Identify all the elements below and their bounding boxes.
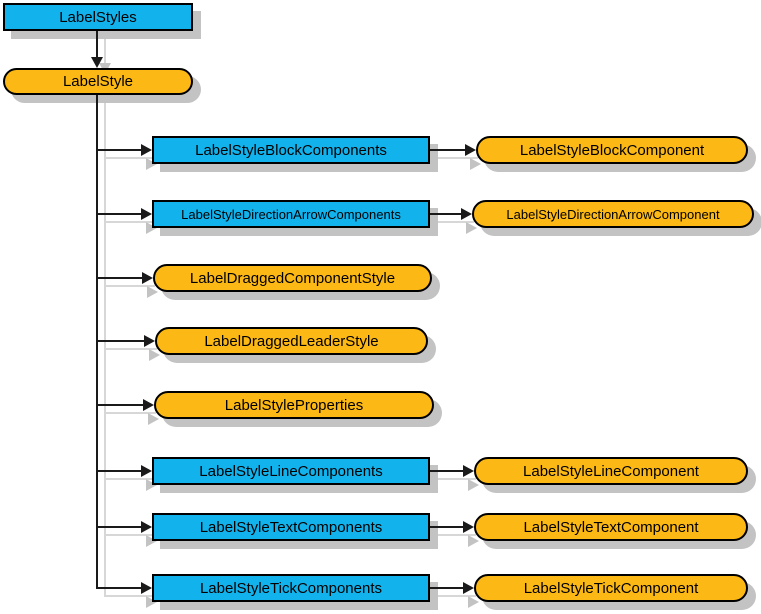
arrowhead-shadow-icon: [470, 158, 481, 170]
connector-shadow: [104, 478, 154, 480]
arrowhead-shadow-icon: [146, 222, 157, 234]
node-label-style[interactable]: LabelStyle: [3, 68, 193, 95]
connector-shadow: [104, 157, 154, 159]
arrowhead-right-icon: [141, 521, 152, 533]
node-label-style-block-components[interactable]: LabelStyleBlockComponents: [152, 136, 430, 164]
arrowhead-shadow-icon: [146, 535, 157, 547]
node-label-style-line-components[interactable]: LabelStyleLineComponents: [152, 457, 430, 485]
connector-trunk-shadow: [104, 103, 106, 597]
connector-line: [430, 213, 462, 215]
arrowhead-right-icon: [141, 208, 152, 220]
node-label-style-tick-component[interactable]: LabelStyleTickComponent: [474, 574, 748, 602]
connector-line: [430, 149, 466, 151]
arrowhead-shadow-icon: [148, 413, 159, 425]
arrowhead-shadow-icon: [468, 596, 479, 608]
connector-shadow: [438, 157, 478, 159]
node-label: LabelStyleTickComponent: [523, 579, 699, 597]
connector-line: [96, 149, 142, 151]
connector-shadow: [104, 285, 155, 287]
connector-line: [96, 587, 142, 589]
connector-shadow: [438, 534, 476, 536]
connector-shadow: [104, 534, 154, 536]
arrowhead-right-icon: [465, 144, 476, 156]
connector-shadow: [438, 595, 476, 597]
node-label-style-direction-arrow-components[interactable]: LabelStyleDirectionArrowComponents: [152, 200, 430, 228]
connector-shadow: [104, 221, 154, 223]
arrowhead-right-icon: [141, 465, 152, 477]
connector-line: [96, 340, 145, 342]
connector-trunk: [96, 95, 98, 589]
connector-line: [430, 470, 464, 472]
arrowhead-shadow-icon: [146, 158, 157, 170]
node-label: LabelStyleLineComponents: [199, 462, 383, 480]
arrowhead-right-icon: [143, 399, 154, 411]
arrowhead-right-icon: [141, 582, 152, 594]
node-label: LabelStyleTextComponent: [523, 518, 699, 536]
connector-line: [96, 404, 144, 406]
node-label-style-text-components[interactable]: LabelStyleTextComponents: [152, 513, 430, 541]
node-label: LabelStyleDirectionArrowComponents: [181, 206, 401, 222]
node-label-style-block-component[interactable]: LabelStyleBlockComponent: [476, 136, 748, 164]
connector-line: [96, 526, 142, 528]
connector-shadow: [104, 412, 156, 414]
arrowhead-shadow-icon: [149, 349, 160, 361]
arrowhead-shadow-icon: [468, 479, 479, 491]
arrowhead-shadow-icon: [146, 479, 157, 491]
node-label: LabelDraggedComponentStyle: [189, 269, 396, 287]
arrowhead-shadow-icon: [147, 286, 158, 298]
arrowhead-right-icon: [141, 144, 152, 156]
arrowhead-shadow-icon: [146, 596, 157, 608]
node-label-styles[interactable]: LabelStyles: [3, 3, 193, 31]
arrowhead-right-icon: [463, 521, 474, 533]
node-label: LabelStyleTickComponents: [199, 579, 383, 597]
connector-shadow: [438, 478, 476, 480]
node-label: LabelStyle: [62, 73, 134, 90]
arrowhead-right-icon: [461, 208, 472, 220]
node-label: LabelStyleProperties: [224, 396, 364, 414]
node-label: LabelStyleBlockComponents: [195, 141, 387, 159]
node-label-style-tick-components[interactable]: LabelStyleTickComponents: [152, 574, 430, 602]
connector-line: [430, 526, 464, 528]
node-label-style-text-component[interactable]: LabelStyleTextComponent: [474, 513, 748, 541]
arrowhead-right-icon: [463, 582, 474, 594]
node-label: LabelStyleTextComponents: [199, 518, 383, 536]
node-label-style-properties[interactable]: LabelStyleProperties: [154, 391, 434, 419]
connector-line: [96, 31, 98, 57]
node-label-style-line-component[interactable]: LabelStyleLineComponent: [474, 457, 748, 485]
arrowhead-shadow-icon: [466, 222, 477, 234]
node-label: LabelDraggedLeaderStyle: [204, 332, 379, 350]
node-label-dragged-leader-style[interactable]: LabelDraggedLeaderStyle: [155, 327, 428, 355]
connector-line: [96, 277, 143, 279]
node-label: LabelStyleLineComponent: [523, 462, 699, 480]
connector-line: [430, 587, 464, 589]
node-label-dragged-component-style[interactable]: LabelDraggedComponentStyle: [153, 264, 432, 292]
node-label: LabelStyleDirectionArrowComponent: [506, 206, 720, 222]
node-label: LabelStyles: [59, 8, 137, 26]
connector-shadow: [438, 221, 474, 223]
arrowhead-down-icon: [91, 57, 103, 68]
connector-line: [96, 213, 142, 215]
connector-shadow: [104, 595, 154, 597]
connector-shadow: [104, 39, 106, 65]
arrowhead-shadow-icon: [468, 535, 479, 547]
node-label: LabelStyleBlockComponent: [519, 141, 705, 159]
arrowhead-right-icon: [144, 335, 155, 347]
node-label-style-direction-arrow-component[interactable]: LabelStyleDirectionArrowComponent: [472, 200, 754, 228]
connector-shadow: [104, 348, 157, 350]
connector-line: [96, 470, 142, 472]
arrowhead-right-icon: [463, 465, 474, 477]
arrowhead-right-icon: [142, 272, 153, 284]
